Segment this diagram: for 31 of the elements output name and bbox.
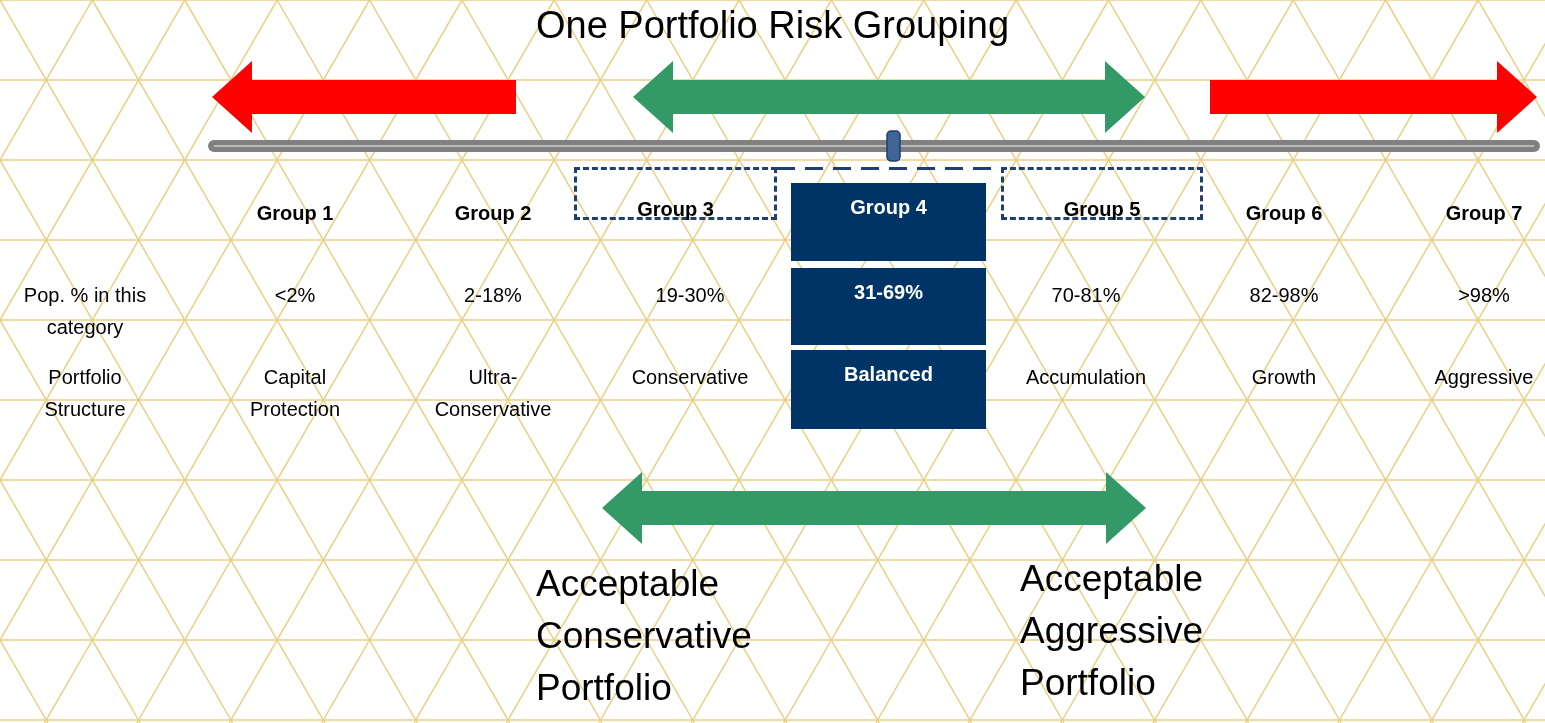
- column-header: Group 2: [454, 201, 532, 226]
- cell-text: Group 3: [636, 197, 715, 221]
- table-cell-text: Growth: [1251, 365, 1317, 390]
- dashed-box: [574, 167, 777, 220]
- cell-text: Balanced: [843, 362, 934, 386]
- table-cell-text: 82-98%: [1249, 283, 1319, 308]
- column-header: Group 1: [256, 201, 334, 226]
- highlight-cell: [791, 183, 986, 261]
- annotation-text: Acceptable Aggressive Portfolio: [1020, 557, 1205, 705]
- table-cell-text: >98%: [1458, 283, 1510, 308]
- column-header: Group 6: [1245, 201, 1323, 226]
- title: One Portfolio Risk Grouping: [535, 4, 1010, 46]
- table-cell-text: 19-30%: [655, 283, 725, 308]
- highlight-cell: [791, 268, 986, 345]
- dashed-box: [1001, 167, 1203, 220]
- table-cell-text: Capital Protection: [248, 365, 342, 422]
- cell-text: 31-69%: [853, 280, 924, 304]
- row-header: Pop. % in this category: [22, 283, 148, 340]
- column-header: Group 7: [1445, 201, 1523, 226]
- table-cell-text: 2-18%: [464, 283, 522, 308]
- table-cell-text: <2%: [274, 283, 316, 308]
- row-header: Portfolio Structure: [43, 365, 127, 422]
- annotation-text: Acceptable Conservative Portfolio: [536, 562, 753, 710]
- cell-text: Group 4: [849, 195, 928, 219]
- table-cell-text: Conservative: [631, 365, 749, 390]
- table-cell-text: Aggressive: [1434, 365, 1534, 390]
- table-cell-text: 70-81%: [1051, 283, 1121, 308]
- cell-text: Group 5: [1062, 197, 1142, 221]
- highlight-cell: [791, 350, 986, 429]
- table-cell-text: Ultra- Conservative: [433, 365, 553, 422]
- table-cell-text: Accumulation: [1025, 365, 1147, 390]
